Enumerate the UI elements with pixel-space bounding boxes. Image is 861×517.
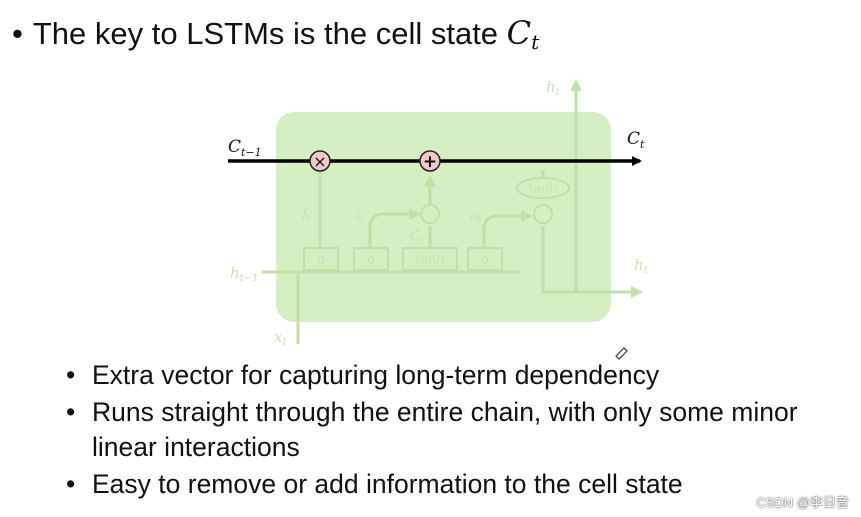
title-bullet: • bbox=[12, 16, 23, 51]
faded-connections bbox=[262, 79, 643, 344]
title-text: The key to LSTMs is the cell state bbox=[32, 16, 507, 51]
page-title: • The key to LSTMs is the cell state Ct bbox=[12, 14, 539, 54]
bullet-dot: • bbox=[66, 397, 76, 427]
tanh-gate-label: tanh bbox=[415, 253, 445, 268]
add-circle bbox=[419, 150, 441, 172]
tanh-top-label: tanh bbox=[528, 182, 558, 197]
sigma1-label: σ bbox=[317, 253, 325, 268]
o-label: ot bbox=[470, 209, 482, 226]
bullet-item: • Runs straight through the entire chain… bbox=[66, 395, 856, 465]
add-symbol: + bbox=[423, 152, 437, 172]
multiply-circle bbox=[309, 150, 331, 172]
sigma-gate-1 bbox=[303, 247, 339, 271]
cell-input-label: Ct−1 bbox=[228, 137, 262, 159]
cell-output-label: Ct bbox=[627, 129, 645, 151]
add-op: + bbox=[419, 150, 441, 172]
title-symbol: Ct bbox=[506, 14, 540, 54]
title-symbol-c: C bbox=[506, 14, 532, 52]
h-top-label: ht bbox=[546, 78, 561, 98]
pencil-icon bbox=[615, 347, 628, 360]
title-symbol-sub: t bbox=[531, 30, 540, 54]
multiply-symbol: × bbox=[313, 152, 326, 171]
tanh-pointwise bbox=[516, 177, 570, 199]
i-label: it bbox=[356, 209, 364, 226]
output-path bbox=[482, 210, 533, 272]
faded-gate-labels: σ σ tanh σ tanh bbox=[317, 182, 558, 268]
faded-labels: ht ht−1 ht xt ft it C̃t ot bbox=[230, 78, 649, 348]
bullet-item: • Easy to remove or add information to t… bbox=[66, 467, 856, 502]
sigma3-label: σ bbox=[481, 253, 489, 268]
h-prev-label: ht−1 bbox=[230, 264, 258, 284]
bullet-text-2: Runs straight through the entire chain, … bbox=[92, 397, 798, 462]
tanh-gate bbox=[402, 247, 458, 271]
bullet-list: • Extra vector for capturing long-term d… bbox=[66, 358, 856, 504]
watermark: CSDN @李日音 bbox=[756, 495, 849, 510]
bullet-text-1: Extra vector for capturing long-term dep… bbox=[92, 360, 660, 390]
bullet-item: • Extra vector for capturing long-term d… bbox=[66, 358, 856, 393]
faded-multiply-2 bbox=[533, 204, 553, 224]
faded-multiply-1 bbox=[420, 204, 440, 224]
sigma-gate-3 bbox=[467, 247, 503, 271]
sigma2-label: σ bbox=[367, 253, 375, 268]
faded-gates bbox=[303, 177, 570, 271]
bullet-text-3: Easy to remove or add information to the… bbox=[92, 469, 683, 499]
x-in-label: xt bbox=[274, 328, 287, 348]
sigma-gate-2 bbox=[353, 247, 389, 271]
input-path bbox=[368, 208, 421, 272]
bullet-dot: • bbox=[66, 469, 76, 499]
c-tilde-label: C̃t bbox=[410, 228, 424, 246]
f-label: ft bbox=[301, 207, 311, 224]
h-out-line bbox=[541, 226, 643, 298]
bullet-dot: • bbox=[66, 360, 76, 390]
multiply-op: × bbox=[309, 150, 331, 172]
h-out-label: ht bbox=[634, 256, 649, 276]
